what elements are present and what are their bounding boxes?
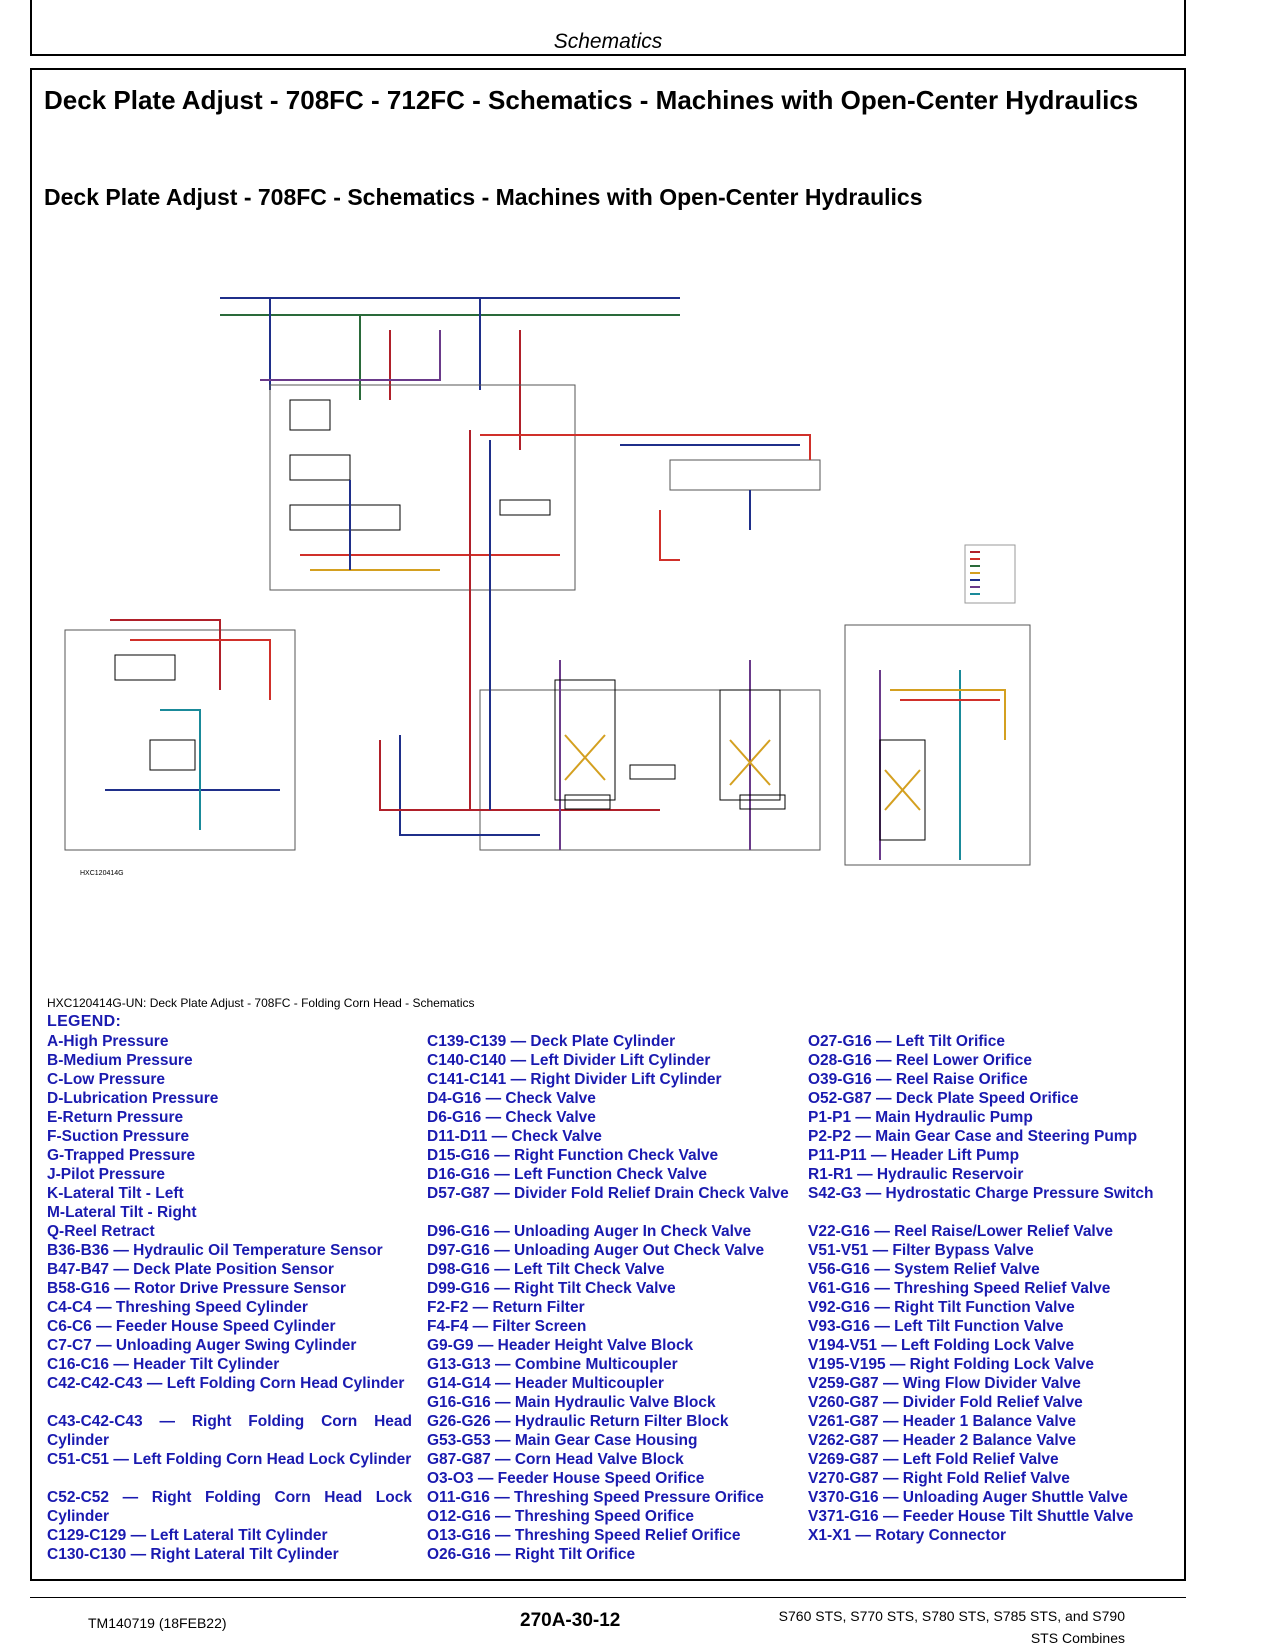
legend-column-1: A-High Pressure B-Medium Pressure C-Low … (47, 1032, 412, 1564)
legend-title: LEGEND: (47, 1013, 122, 1030)
footer-models-line2: STS Combines (1030, 1630, 1125, 1646)
legend-item: V93-G16 — Left Tilt Function Valve (808, 1318, 1064, 1335)
legend-item: A-High Pressure (47, 1033, 169, 1050)
legend-item: V22-G16 — Reel Raise/Lower Relief Valve (808, 1223, 1113, 1240)
legend-item: D6-G16 — Check Valve (427, 1109, 596, 1126)
legend-item: V270-G87 — Right Fold Relief Valve (808, 1470, 1070, 1487)
legend-item: O27-G16 — Left Tilt Orifice (808, 1033, 1005, 1050)
legend-item: V269-G87 — Left Fold Relief Valve (808, 1451, 1059, 1468)
legend-item: X1-X1 — Rotary Connector (808, 1527, 1007, 1544)
legend-item: K-Lateral Tilt - Left (47, 1185, 184, 1202)
legend-item: C52-C52 — Right Folding Corn Head Lock C… (47, 1489, 412, 1525)
legend-item: O52-G87 — Deck Plate Speed Orifice (808, 1090, 1079, 1107)
legend-item: G-Trapped Pressure (47, 1147, 196, 1164)
legend-item: C6-C6 — Feeder House Speed Cylinder (47, 1318, 336, 1335)
legend-item: D96-G16 — Unloading Auger In Check Valve (427, 1223, 752, 1240)
legend-item: S42-G3 — Hydrostatic Charge Pressure Swi… (808, 1185, 1154, 1202)
legend-item: D4-G16 — Check Valve (427, 1090, 596, 1107)
legend-item: V370-G16 — Unloading Auger Shuttle Valve (808, 1489, 1128, 1506)
header-frame: Schematics (30, 0, 1186, 56)
legend-item: G14-G14 — Header Multicoupler (427, 1375, 664, 1392)
legend-item: B47-B47 — Deck Plate Position Sensor (47, 1261, 334, 1278)
legend-item: P1-P1 — Main Hydraulic Pump (808, 1109, 1033, 1126)
legend-item: V262-G87 — Header 2 Balance Valve (808, 1432, 1076, 1449)
section-label: Schematics (553, 30, 663, 53)
legend-item: G53-G53 — Main Gear Case Housing (427, 1432, 698, 1449)
legend-item: D57-G87 — Divider Fold Relief Drain Chec… (427, 1185, 789, 1202)
legend-item: D98-G16 — Left Tilt Check Valve (427, 1261, 665, 1278)
legend-item: C43-C42-C43 — Right Folding Corn Head Cy… (47, 1413, 412, 1449)
legend-item: G87-G87 — Corn Head Valve Block (427, 1451, 684, 1468)
hydraulic-schematic: HXC120414G (64, 297, 1031, 877)
legend-item: C139-C139 — Deck Plate Cylinder (427, 1033, 676, 1050)
legend-item: P11-P11 — Header Lift Pump (808, 1147, 1020, 1164)
figure-id: HXC120414G (80, 870, 124, 877)
legend-item: C129-C129 — Left Lateral Tilt Cylinder (47, 1527, 328, 1544)
legend-item: V259-G87 — Wing Flow Divider Valve (808, 1375, 1081, 1392)
legend-item: C7-C7 — Unloading Auger Swing Cylinder (47, 1337, 357, 1354)
legend-item: G9-G9 — Header Height Valve Block (427, 1337, 694, 1354)
legend-item: C51-C51 — Left Folding Corn Head Lock Cy… (47, 1451, 412, 1468)
legend-item: O39-G16 — Reel Raise Orifice (808, 1071, 1028, 1088)
legend-item: F2-F2 — Return Filter (427, 1299, 585, 1316)
legend-item: V194-V51 — Left Folding Lock Valve (808, 1337, 1075, 1354)
legend-item: B36-B36 — Hydraulic Oil Temperature Sens… (47, 1242, 383, 1259)
legend-item: B-Medium Pressure (47, 1052, 193, 1069)
legend-item: D15-G16 — Right Function Check Valve (427, 1147, 719, 1164)
legend-item: B58-G16 — Rotor Drive Pressure Sensor (47, 1280, 346, 1297)
legend-item: M-Lateral Tilt - Right (47, 1204, 197, 1221)
footer-divider (30, 1597, 1186, 1598)
legend-item: C141-C141 — Right Divider Lift Cylinder (427, 1071, 722, 1088)
legend-column-3: O27-G16 — Left Tilt Orifice O28-G16 — Re… (808, 1032, 1173, 1545)
legend-item: R1-R1 — Hydraulic Reservoir (808, 1166, 1024, 1183)
legend-item: J-Pilot Pressure (47, 1166, 166, 1183)
legend-item: V56-G16 — System Relief Valve (808, 1261, 1040, 1278)
content-frame (30, 68, 1186, 1581)
legend-item: V51-V51 — Filter Bypass Valve (808, 1242, 1034, 1259)
legend-item: G26-G26 — Hydraulic Return Filter Block (427, 1413, 729, 1430)
legend-item: P2-P2 — Main Gear Case and Steering Pump (808, 1128, 1138, 1145)
legend-item: C16-C16 — Header Tilt Cylinder (47, 1356, 280, 1373)
legend-item: D-Lubrication Pressure (47, 1090, 219, 1107)
footer-models-line1: S760 STS, S770 STS, S780 STS, S785 STS, … (778, 1608, 1125, 1624)
legend-item: G13-G13 — Combine Multicoupler (427, 1356, 678, 1373)
legend-item: C130-C130 — Right Lateral Tilt Cylinder (47, 1546, 339, 1563)
legend-item: C-Low Pressure (47, 1071, 166, 1088)
legend-item: Q-Reel Retract (47, 1223, 155, 1240)
legend-item: G16-G16 — Main Hydraulic Valve Block (427, 1394, 716, 1411)
legend-item: D97-G16 — Unloading Auger Out Check Valv… (427, 1242, 765, 1259)
legend-item: V260-G87 — Divider Fold Relief Valve (808, 1394, 1083, 1411)
legend-item: F-Suction Pressure (47, 1128, 190, 1145)
page-title: Deck Plate Adjust - 708FC - 712FC - Sche… (44, 85, 1139, 115)
legend-item: O12-G16 — Threshing Speed Orifice (427, 1508, 695, 1525)
section-subtitle: Deck Plate Adjust - 708FC - Schematics -… (44, 184, 923, 210)
legend-item: F4-F4 — Filter Screen (427, 1318, 587, 1335)
footer-models: S760 STS, S770 STS, S780 STS, S785 STS, … (779, 1605, 1125, 1649)
legend-item: D11-D11 — Check Valve (427, 1128, 602, 1145)
footer-doc-id: TM140719 (18FEB22) (88, 1615, 227, 1631)
footer-page-number: 270A-30-12 (520, 1610, 621, 1631)
legend-item: E-Return Pressure (47, 1109, 184, 1126)
legend-item: C42-C42-C43 — Left Folding Corn Head Cyl… (47, 1375, 405, 1392)
legend-item: D99-G16 — Right Tilt Check Valve (427, 1280, 676, 1297)
legend-column-2: C139-C139 — Deck Plate Cylinder C140-C14… (427, 1032, 792, 1564)
legend-item: D16-G16 — Left Function Check Valve (427, 1166, 707, 1183)
legend-item: C140-C140 — Left Divider Lift Cylinder (427, 1052, 711, 1069)
legend-item: V61-G16 — Threshing Speed Relief Valve (808, 1280, 1111, 1297)
legend-item: V92-G16 — Right Tilt Function Valve (808, 1299, 1075, 1316)
legend-item: O28-G16 — Reel Lower Orifice (808, 1052, 1032, 1069)
legend-item: C4-C4 — Threshing Speed Cylinder (47, 1299, 308, 1316)
legend-item: O3-O3 — Feeder House Speed Orifice (427, 1470, 705, 1487)
legend-item: V261-G87 — Header 1 Balance Valve (808, 1413, 1076, 1430)
legend-item: O13-G16 — Threshing Speed Relief Orifice (427, 1527, 741, 1544)
legend-item: O26-G16 — Right Tilt Orifice (427, 1546, 636, 1563)
legend-item: V371-G16 — Feeder House Tilt Shuttle Val… (808, 1508, 1134, 1525)
legend-item: V195-V195 — Right Folding Lock Valve (808, 1356, 1094, 1373)
legend-item: O11-G16 — Threshing Speed Pressure Orifi… (427, 1489, 764, 1506)
figure-caption: HXC120414G-UN: Deck Plate Adjust - 708FC… (47, 996, 475, 1010)
